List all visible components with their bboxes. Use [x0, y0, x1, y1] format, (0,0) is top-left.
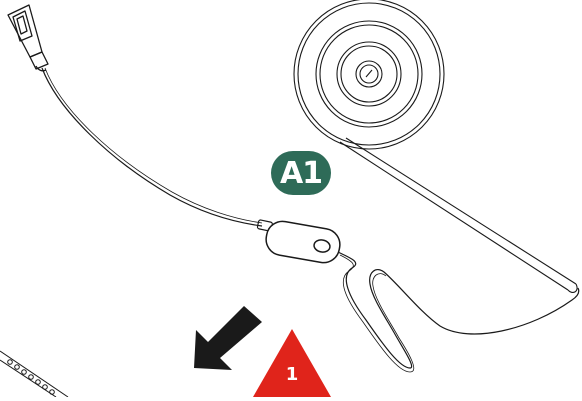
inline-controller-icon: [265, 220, 341, 264]
output-cable: [337, 251, 580, 369]
led-strip-unrolled: [339, 137, 578, 293]
usb-plug-icon: [7, 4, 49, 72]
warning-triangle-shape: [253, 329, 331, 397]
part-label-text: A1: [279, 155, 323, 191]
output-cable-shadow: [339, 254, 415, 373]
arrow-down-left-icon: [194, 306, 262, 370]
led-strip-reel-icon: [293, 0, 445, 150]
step-number: 1: [285, 364, 299, 385]
usb-cable: [41, 67, 263, 227]
led-strip-fragment: [0, 350, 69, 397]
part-label-badge: A1: [271, 151, 331, 195]
warning-triangle-icon: 1: [251, 327, 333, 397]
usb-cable-shadow: [44, 67, 263, 224]
